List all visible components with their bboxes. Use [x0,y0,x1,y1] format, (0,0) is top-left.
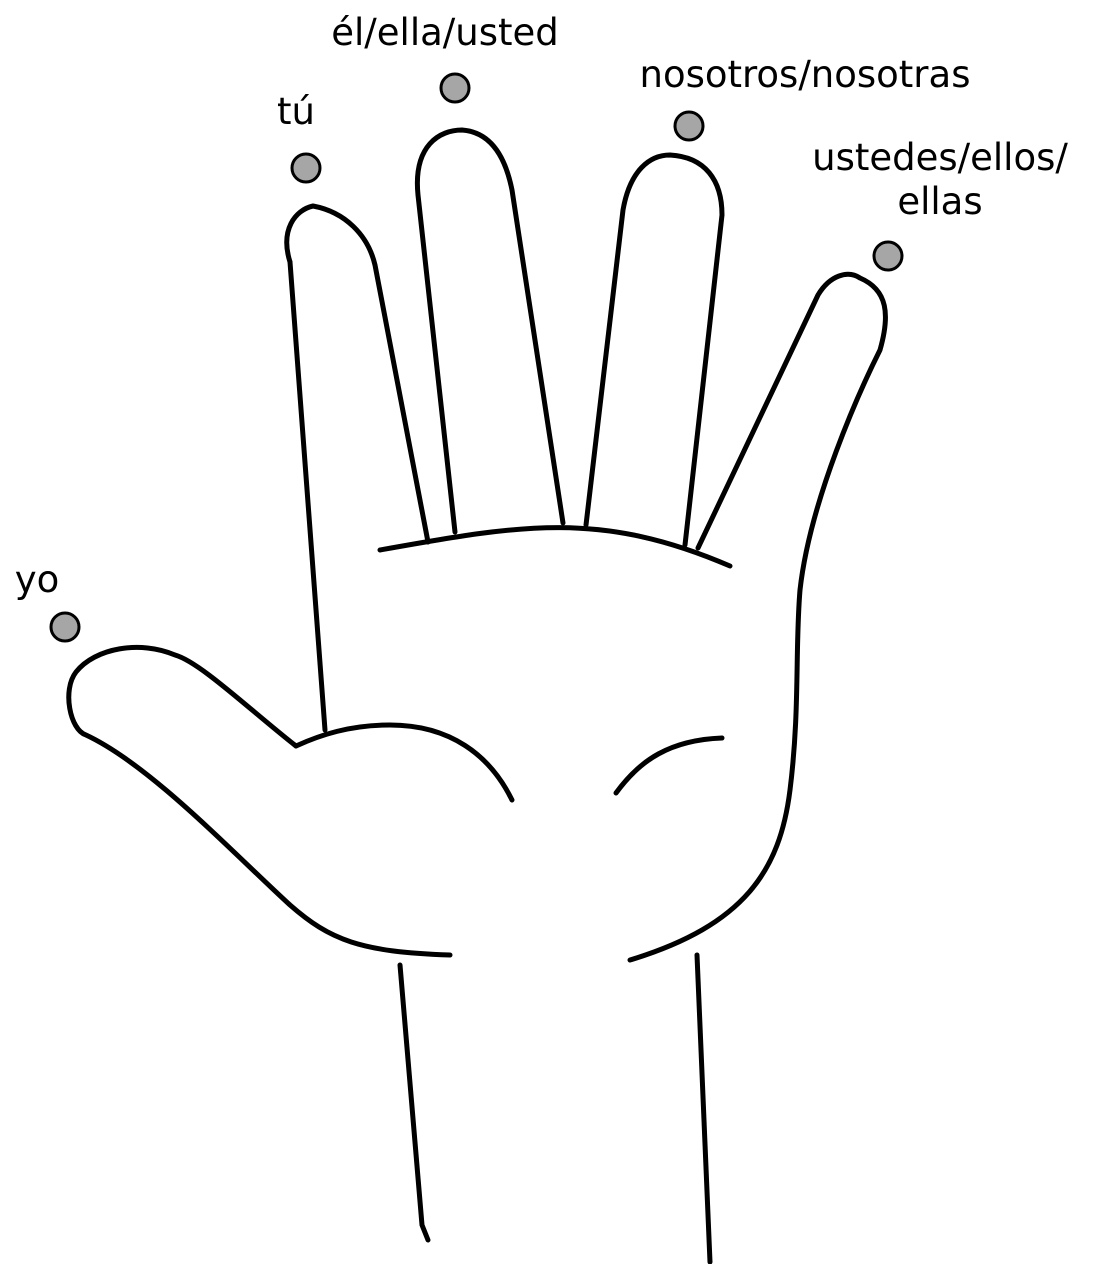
label-yo: yo [15,558,60,601]
label-nosotros-nosotras: nosotros/nosotras [640,53,971,96]
palm-top-crease [380,528,730,566]
thumb-pad-crease [296,725,512,800]
label-ustedes-ellas-line2: ellas [897,180,982,223]
marker-tu [292,154,320,182]
ring-finger-outline [586,155,722,545]
heel-crease [616,738,722,793]
label-el-ella-usted: él/ella/usted [331,11,558,54]
label-ustedes-ellos-line1: ustedes/ellos/ [812,136,1068,179]
marker-nosotros-nosotras [675,112,703,140]
thumb-outline [69,647,450,955]
pronoun-markers [51,74,902,641]
marker-el-ella-usted [441,74,469,102]
wrist-left [400,965,428,1240]
pronoun-labels: yo tú él/ella/usted nosotros/nosotras us… [15,11,1069,601]
pinky-finger-outline [630,274,885,960]
hand-drawing [69,130,886,1262]
wrist-right [697,955,710,1262]
palm-left-edge [290,262,325,730]
marker-ustedes-ellos-ellas [874,242,902,270]
label-tu: tú [277,90,315,133]
middle-finger-outline [417,130,563,532]
marker-yo [51,613,79,641]
